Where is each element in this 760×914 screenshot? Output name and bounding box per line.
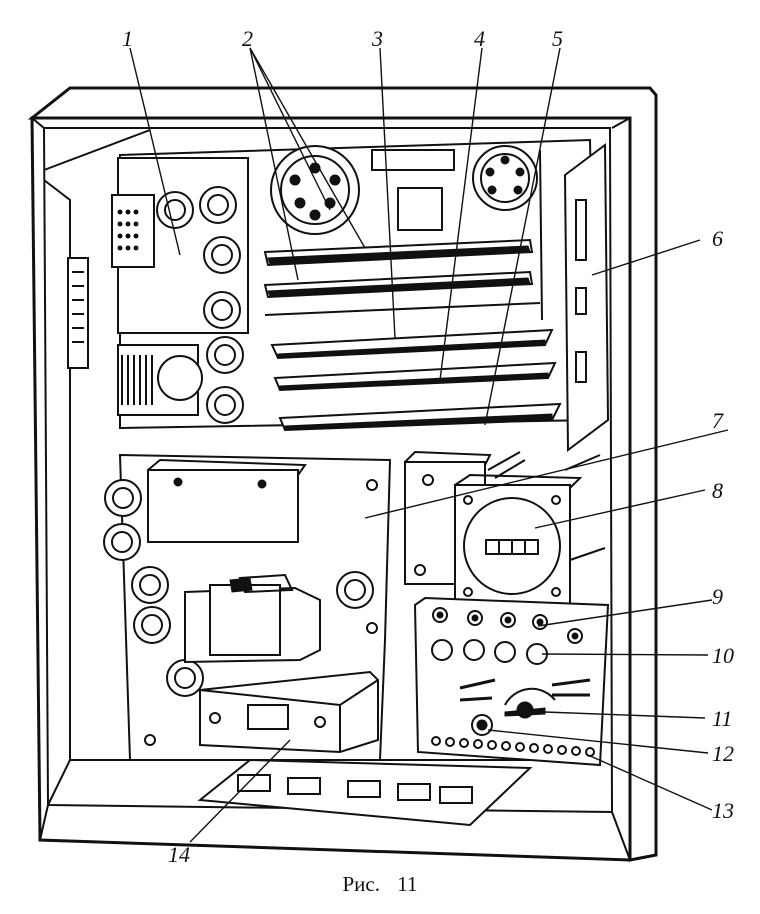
control-panel <box>413 596 610 767</box>
rotary-switch <box>459 678 591 719</box>
round-connector-right <box>472 145 538 211</box>
push-buttons <box>431 639 548 665</box>
counter-meter <box>454 473 583 606</box>
slot-guide <box>264 302 541 316</box>
caption-number: 11 <box>397 872 418 896</box>
power-supply-board <box>111 157 249 424</box>
figure-caption: Рис. 11 <box>0 872 760 897</box>
callout-12: 12 <box>712 741 734 766</box>
cabinet-enclosure <box>27 86 658 862</box>
side-connector-panel <box>563 143 610 452</box>
card-slot-4 <box>273 361 557 392</box>
terminal-row <box>431 736 595 757</box>
callout-8: 8 <box>712 478 723 503</box>
relay-box <box>147 469 299 543</box>
regulator-block <box>199 670 379 754</box>
card-slot-1 <box>263 238 534 267</box>
callout-3: 3 <box>371 26 383 51</box>
callout-6: 6 <box>712 226 723 251</box>
callout-labels: 1 2 3 4 5 6 7 8 9 10 11 12 13 14 <box>122 26 734 867</box>
capacitor-group-upper <box>156 186 241 329</box>
caption-prefix: Рис. <box>342 872 381 896</box>
round-connector-left <box>270 145 360 235</box>
chip-block <box>397 187 443 231</box>
callout-9: 9 <box>712 584 723 609</box>
bottom-terminal-strip <box>197 758 533 827</box>
callout-5: 5 <box>552 26 563 51</box>
callout-2: 2 <box>242 26 253 51</box>
card-slot-5 <box>278 402 562 432</box>
leader-lines <box>129 47 729 843</box>
callout-1: 1 <box>122 26 133 51</box>
callout-13: 13 <box>712 798 734 823</box>
callout-7: 7 <box>712 408 724 433</box>
callout-14: 14 <box>168 842 190 867</box>
callout-11: 11 <box>712 706 732 731</box>
callout-4: 4 <box>474 26 485 51</box>
card-slot-3 <box>270 328 554 360</box>
relay-module <box>371 149 455 171</box>
card-slot-2 <box>263 270 534 299</box>
callout-10: 10 <box>712 643 734 668</box>
